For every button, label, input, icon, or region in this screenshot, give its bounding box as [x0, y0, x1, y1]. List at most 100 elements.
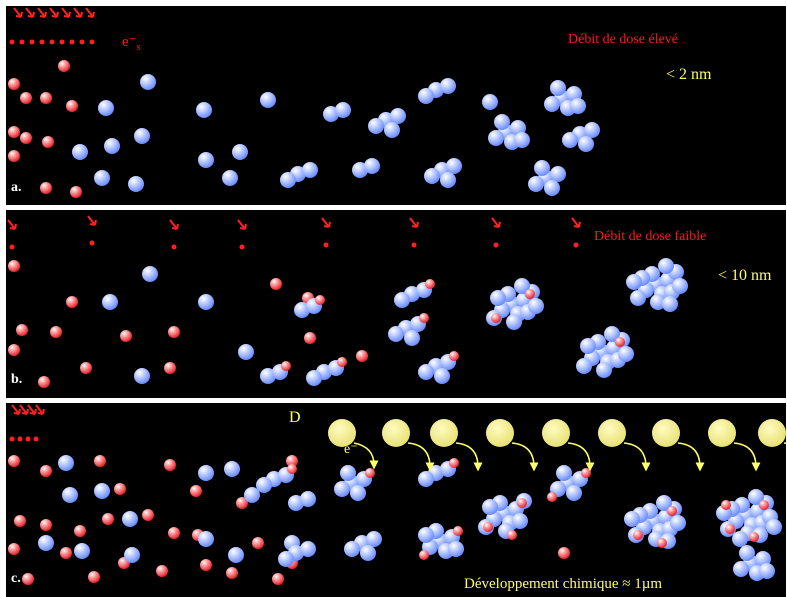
- silver-ion: [449, 351, 459, 361]
- silver-atom: [390, 108, 406, 124]
- silver-ion: [547, 492, 557, 502]
- panel-a-label: a.: [11, 180, 22, 195]
- developer-molecule: [328, 419, 356, 447]
- silver-ion: [8, 543, 20, 555]
- silver-ion: [483, 522, 493, 532]
- silver-atom: [350, 485, 366, 501]
- electron-dot: [89, 39, 95, 45]
- silver-ion: [425, 279, 435, 289]
- silver-atom: [198, 465, 214, 481]
- electron-dot: [39, 39, 45, 45]
- silver-atom: [238, 344, 254, 360]
- silver-atom: [134, 368, 150, 384]
- panel-b-label: b.: [11, 372, 23, 387]
- silver-atom: [340, 465, 356, 481]
- silver-ion: [281, 361, 291, 371]
- size-label-b: < 10 nm: [718, 267, 772, 284]
- silver-atom: [224, 461, 240, 477]
- electron-dot: [17, 436, 23, 442]
- silver-ion: [164, 362, 176, 374]
- electron-dot: [573, 242, 579, 248]
- high-dose-rate-label: Débit de dose élevé: [568, 32, 679, 47]
- silver-atom: [506, 314, 522, 330]
- electron-beam-arrow: [85, 7, 95, 18]
- silver-atom: [514, 132, 530, 148]
- silver-ion: [164, 459, 176, 471]
- developer-molecule: [430, 419, 458, 447]
- silver-ion: [40, 465, 52, 477]
- electron-dot: [33, 436, 39, 442]
- silver-atom: [198, 152, 214, 168]
- electron-dot: [9, 39, 15, 45]
- silver-ion: [759, 500, 769, 510]
- size-label-a: < 2 nm: [666, 66, 712, 83]
- silver-atom: [334, 481, 350, 497]
- silver-ion: [581, 468, 591, 478]
- electron-dot: [89, 240, 95, 246]
- silver-atom: [672, 278, 688, 294]
- silver-ion: [114, 483, 126, 495]
- electron-beam-arrow: [571, 217, 581, 228]
- electron-dot: [59, 39, 65, 45]
- silver-atom: [434, 368, 450, 384]
- panel-a-drawing: [8, 7, 600, 198]
- developer-molecule: [652, 419, 680, 447]
- developer-molecule: [542, 419, 570, 447]
- silver-atom: [300, 491, 316, 507]
- silver-atom: [544, 180, 560, 196]
- electron-dot: [9, 244, 15, 250]
- silver-ion: [66, 296, 78, 308]
- silver-atom: [366, 531, 382, 547]
- electron-dot: [323, 242, 329, 248]
- silver-ion: [8, 455, 20, 467]
- electron-dot: [411, 242, 417, 248]
- electron-dot: [171, 244, 177, 250]
- silver-ion: [66, 100, 78, 112]
- silver-ion: [633, 530, 643, 540]
- silver-ion: [38, 376, 50, 388]
- silver-ion: [725, 524, 735, 534]
- silver-atom: [256, 477, 272, 493]
- silver-ion: [8, 78, 20, 90]
- silver-ion: [721, 500, 731, 510]
- silver-atom: [446, 158, 462, 174]
- silver-atom: [658, 258, 674, 274]
- electron-beam-arrow: [409, 217, 419, 228]
- development-label: Développement chimique ≈ 1µm: [464, 576, 663, 592]
- electron-dot: [19, 39, 25, 45]
- silver-atom: [418, 364, 434, 380]
- electron-dot: [49, 39, 55, 45]
- silver-atom: [732, 531, 748, 547]
- silver-ion: [42, 136, 54, 148]
- silver-ion: [558, 547, 570, 559]
- silver-ion: [252, 537, 264, 549]
- silver-atom: [364, 158, 380, 174]
- electron-dot: [79, 39, 85, 45]
- silver-atom: [196, 102, 212, 118]
- electron-beam-arrow: [491, 217, 501, 228]
- silver-atom: [344, 541, 360, 557]
- silver-ion: [356, 350, 368, 362]
- electron-dot: [493, 242, 499, 248]
- silver-atom: [140, 74, 156, 90]
- silver-ion: [20, 92, 32, 104]
- electron-beam-arrow: [237, 219, 247, 230]
- silver-atom: [278, 551, 294, 567]
- electron-transfer-arrow: [407, 442, 435, 472]
- electron-dot: [9, 436, 15, 442]
- silver-atom: [368, 118, 384, 134]
- electron-beam-arrow: [27, 404, 37, 415]
- silver-atom: [624, 511, 640, 527]
- silver-ion: [749, 532, 759, 542]
- silver-ion: [102, 513, 114, 525]
- electron-dot: [69, 39, 75, 45]
- silver-ion: [287, 464, 297, 474]
- silver-atom: [630, 290, 646, 306]
- silver-atom: [550, 166, 566, 182]
- silver-atom: [198, 294, 214, 310]
- silver-atom: [739, 545, 755, 561]
- silver-ion: [657, 538, 667, 548]
- electron-transfer-arrow: [511, 442, 539, 472]
- silver-ion: [80, 362, 92, 374]
- silver-atom: [306, 370, 322, 386]
